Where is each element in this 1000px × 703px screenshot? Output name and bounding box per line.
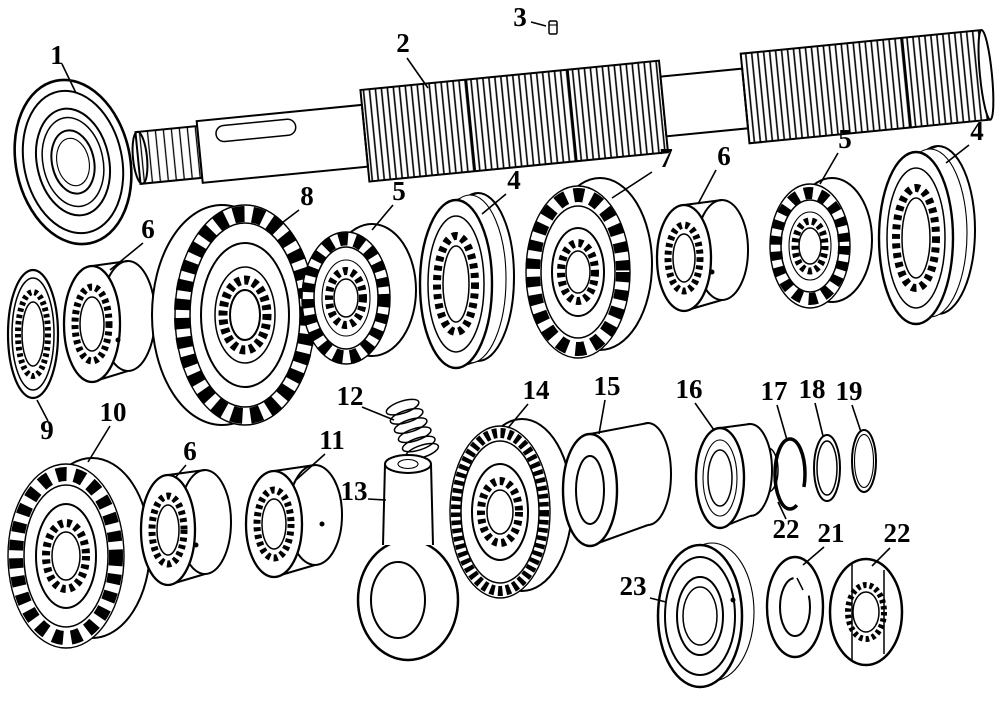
part-nut-22 (828, 557, 904, 667)
part-hub-6-upper (62, 260, 156, 384)
callout-13: 13 (341, 476, 368, 506)
callout-10: 10 (100, 397, 127, 427)
part-bushing-11 (244, 464, 343, 579)
callout-9: 9 (40, 415, 54, 445)
part-collar-4-left (418, 192, 515, 370)
part-ring-18 (813, 434, 841, 502)
callout-6-right: 6 (717, 141, 731, 171)
part-gear-5-right (769, 177, 873, 309)
part-washer-9 (6, 268, 60, 400)
callout-22-right: 22 (884, 518, 911, 548)
callout-3: 3 (513, 2, 527, 32)
part-hub-6-right (655, 199, 749, 313)
part-collar-4-right (877, 145, 976, 326)
callout-18: 18 (799, 374, 826, 404)
callout-6-bottom: 6 (183, 436, 197, 466)
part-gear-7 (525, 177, 653, 359)
part-spring-12 (385, 398, 440, 460)
callout-22-left: 22 (773, 514, 800, 544)
callout-labels: 1 2 3 8 5 4 7 6 5 4 6 9 10 6 11 12 13 14… (40, 2, 984, 601)
part-shaft (131, 28, 995, 185)
callout-12: 12 (337, 381, 364, 411)
part-spacer-15 (561, 422, 672, 548)
callout-17: 17 (761, 376, 788, 406)
callout-4-right: 4 (970, 116, 984, 146)
part-gear-8 (151, 204, 316, 426)
callout-19: 19 (836, 376, 863, 406)
callout-23: 23 (620, 571, 647, 601)
callout-8: 8 (300, 181, 314, 211)
part-bearing-16 (694, 423, 779, 530)
part-pin (548, 20, 558, 35)
callout-15: 15 (594, 371, 621, 401)
callout-11: 11 (319, 425, 345, 455)
callout-14: 14 (523, 375, 550, 405)
part-hub-6-bottom (139, 469, 232, 587)
callout-7: 7 (659, 143, 673, 173)
callout-1: 1 (50, 40, 64, 70)
callout-5-left: 5 (392, 176, 406, 206)
keyway (215, 118, 297, 143)
part-plunger-13 (356, 454, 460, 662)
leader-lines (36, 21, 970, 603)
callout-6-upper: 6 (141, 214, 155, 244)
part-ring-19 (851, 429, 877, 493)
part-bearing-23 (656, 542, 755, 689)
part-gear-14 (449, 418, 573, 599)
part-bearing-front (13, 78, 133, 246)
part-gear-5-left (301, 223, 417, 365)
part-snap-ring-17 (773, 437, 807, 511)
part-gear-10 (7, 457, 151, 649)
callout-21: 21 (818, 518, 845, 548)
callout-4-left: 4 (507, 165, 521, 195)
callout-5-right: 5 (838, 124, 852, 154)
callout-16: 16 (676, 374, 703, 404)
part-lock-washer-21 (765, 555, 825, 659)
callout-2: 2 (396, 28, 410, 58)
